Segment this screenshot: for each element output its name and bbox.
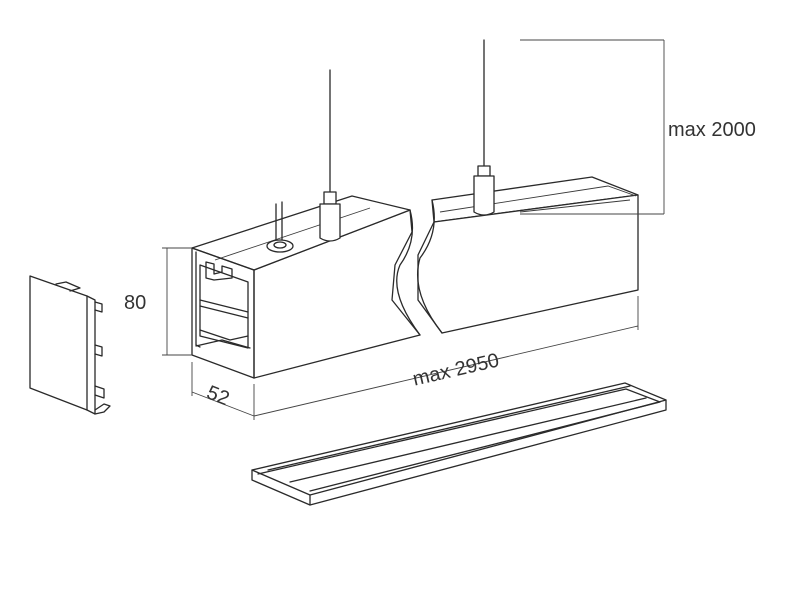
diffuser-cover — [251, 382, 667, 506]
dimension-lines — [162, 39, 665, 420]
suspension-hardware — [266, 39, 495, 253]
end-cap — [29, 275, 111, 415]
profile-body — [191, 176, 639, 379]
length-label: max 2950 — [411, 349, 502, 390]
height-label: 80 — [124, 292, 146, 314]
suspension-label: max 2000 — [668, 119, 756, 141]
